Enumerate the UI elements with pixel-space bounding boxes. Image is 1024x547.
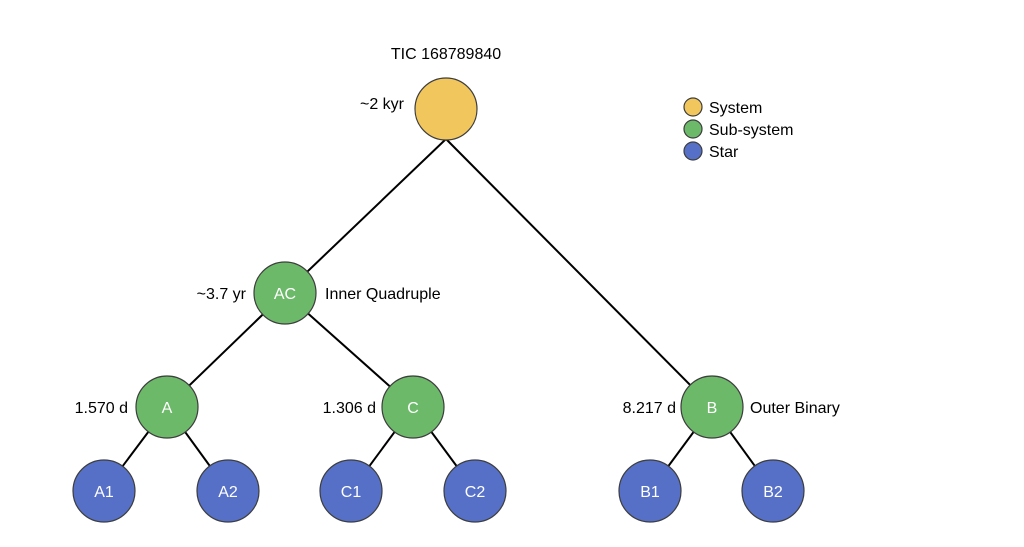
b-node-label: B	[707, 400, 718, 417]
b-period: 8.217 d	[623, 400, 676, 417]
ac-period: ~3.7 yr	[197, 286, 247, 303]
star-a2-label: A2	[218, 484, 238, 501]
legend-subsystem-swatch	[683, 119, 703, 139]
ac-description: Inner Quadruple	[325, 286, 441, 303]
legend-star-label: Star	[709, 144, 739, 161]
legend-system-label: System	[709, 100, 762, 117]
a-subsystem-node	[135, 375, 199, 439]
edge-root-b	[445, 138, 713, 408]
legend: System Sub-system Star	[683, 97, 793, 161]
star-b1-label: B1	[640, 484, 660, 501]
c-subsystem-node	[381, 375, 445, 439]
star-b1-node	[618, 459, 682, 523]
c-period: 1.306 d	[323, 400, 376, 417]
c-node-label: C	[407, 400, 419, 417]
legend-star-swatch	[683, 141, 703, 161]
star-c2-node	[443, 459, 507, 523]
star-a2-node	[196, 459, 260, 523]
legend-system-swatch	[683, 97, 703, 117]
a-period: 1.570 d	[75, 400, 128, 417]
root-period: ~2 kyr	[360, 96, 405, 113]
ac-subsystem-node	[253, 261, 317, 325]
root-title: TIC 168789840	[391, 46, 501, 63]
legend-subsystem-label: Sub-system	[709, 122, 793, 139]
star-a1-label: A1	[94, 484, 114, 501]
star-a1-node	[72, 459, 136, 523]
ac-node-label: AC	[274, 286, 296, 303]
edge-root-ac	[284, 138, 447, 294]
b-subsystem-node	[680, 375, 744, 439]
star-c1-label: C1	[341, 484, 362, 501]
b-description: Outer Binary	[750, 400, 840, 417]
star-c1-node	[319, 459, 383, 523]
a-node-label: A	[162, 400, 173, 417]
star-b2-node	[741, 459, 805, 523]
tree-edges	[103, 138, 774, 492]
star-b2-label: B2	[763, 484, 783, 501]
star-c2-label: C2	[465, 484, 486, 501]
root-system-node	[414, 77, 478, 141]
